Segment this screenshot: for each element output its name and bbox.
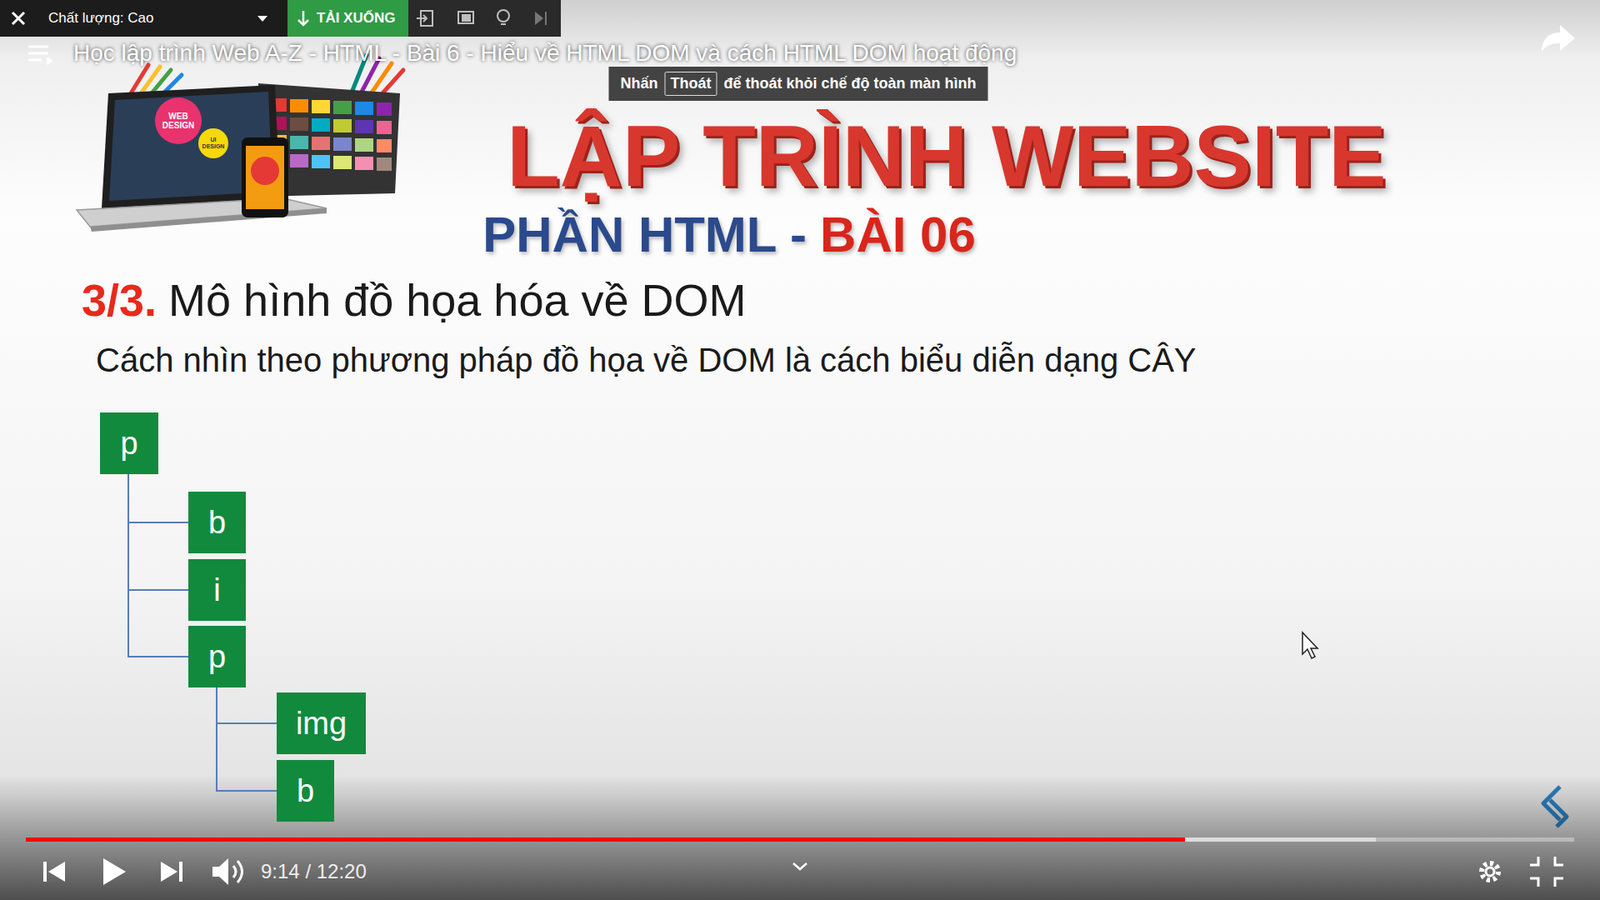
progress-buffer — [25, 837, 1376, 842]
progress-played — [25, 837, 1185, 842]
tool-icons — [416, 10, 546, 26]
connector-line — [128, 474, 189, 590]
tree-connector — [216, 687, 277, 724]
devices-illustration — [76, 55, 404, 232]
node-label: p — [208, 640, 226, 673]
tree-node: p — [100, 412, 159, 475]
tree-node: i — [188, 559, 246, 621]
illustration-text: UI DESIGN — [200, 136, 227, 150]
time-display: 9:14 / 12:20 — [260, 860, 367, 884]
toast-text: Nhấn — [620, 75, 658, 93]
connector-line — [216, 687, 277, 724]
tree-connector — [128, 474, 189, 590]
connector-line — [128, 474, 189, 657]
slide-heading: LẬP TRÌNH WEBSITE — [506, 106, 1386, 207]
node-label: b — [208, 506, 226, 539]
section-description: Cách nhìn theo phương pháp đồ họa về DOM… — [95, 340, 1197, 380]
connector-line — [216, 687, 277, 791]
video-title: Học lập trình Web A-Z - HTML - Bài 6 - H… — [73, 40, 1017, 67]
tree-node: b — [276, 760, 335, 822]
node-label: img — [295, 707, 347, 740]
node-label: b — [296, 775, 315, 807]
share-icon — [1541, 25, 1575, 52]
quality-label: Chất lượng: Cao — [48, 10, 154, 27]
controls-shade — [0, 775, 1600, 900]
lesson-heading: PHẦN HTML -BÀI 06 — [482, 205, 976, 265]
close-icon — [12, 12, 25, 25]
download-label: TẢI XUỐNG — [316, 10, 395, 27]
player-controls — [43, 858, 229, 885]
tree-node: img — [276, 692, 366, 755]
fullscreen-toast: Nhấn Thoát để thoát khỏi chế độ toàn màn h… — [608, 66, 988, 101]
tree-node: p — [188, 625, 246, 688]
node-label: i — [213, 574, 220, 606]
section-title: Mô hình đồ họa hóa về DOM — [168, 273, 746, 328]
download-button — [287, 0, 409, 37]
player-controls-lines — [233, 856, 1564, 887]
section-number: 3/3. — [81, 273, 157, 328]
tree-node: b — [188, 491, 246, 554]
illustration-text: WEB DESIGN — [158, 112, 199, 130]
top-bar — [0, 0, 288, 37]
tree-connector — [128, 474, 189, 657]
toast-key: Thoát — [664, 71, 717, 96]
download-arrow — [298, 10, 309, 25]
part-name: PHẦN HTML - — [482, 205, 807, 265]
tree-connector — [216, 687, 277, 791]
dropdown-caret — [257, 15, 268, 22]
lesson-number: BÀI 06 — [820, 205, 976, 265]
mouse-cursor — [1302, 632, 1318, 659]
section-heading: 3/3.Mô hình đồ họa hóa về DOM — [81, 273, 746, 328]
toast-text: để thoát khỏi chế độ toàn màn hình — [723, 75, 976, 93]
tree-connector — [128, 474, 189, 523]
heading-text: LẬP TRÌNH WEBSITE — [506, 106, 1386, 207]
connector-line — [128, 474, 189, 523]
node-label: p — [120, 427, 138, 460]
tool-cells — [408, 0, 561, 37]
progress-track — [25, 837, 1575, 842]
playlist-icon — [28, 46, 54, 65]
